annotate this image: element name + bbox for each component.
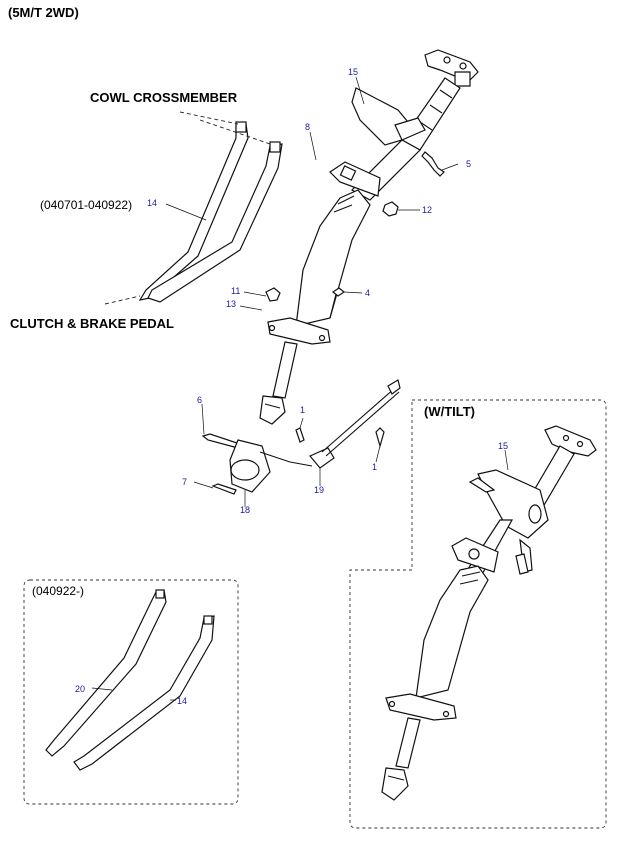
callout-1-right: 1 (372, 462, 378, 472)
range-variant-box (23, 579, 239, 805)
steering-column-tilt (381, 425, 597, 801)
leader-15-tilt (504, 449, 509, 471)
range-label-040922: (040922-) (32, 584, 85, 598)
stay-14-part (138, 121, 283, 303)
callout-13: 13 (226, 299, 237, 309)
cowl-leader-2 (199, 119, 271, 145)
callout-15-tilt: 15 (498, 441, 509, 451)
callout-14-lower: 14 (177, 696, 188, 706)
range-label-040701: (040701-040922) (40, 198, 133, 212)
callout-14: 14 (147, 198, 158, 208)
callout-11: 11 (231, 286, 241, 296)
steering-column-main (201, 49, 479, 495)
callout-1-upper: 1 (300, 405, 306, 415)
callout-15: 15 (348, 67, 359, 77)
callout-18: 18 (240, 505, 251, 515)
callout-12: 12 (422, 205, 433, 215)
callout-5: 5 (466, 159, 472, 169)
leader-20 (91, 687, 113, 691)
cowl-crossmember-label: COWL CROSSMEMBER (90, 90, 238, 105)
callout-19: 19 (314, 485, 325, 495)
tilt-label: (W/TILT) (424, 404, 476, 419)
callout-8: 8 (305, 122, 311, 132)
tilt-variant-box (349, 399, 607, 829)
leader-lines (165, 76, 459, 507)
callout-4: 4 (365, 288, 371, 298)
callout-20: 20 (75, 684, 86, 694)
pedal-leader (104, 295, 141, 305)
cowl-leader (179, 111, 239, 125)
callout-7: 7 (182, 477, 188, 487)
stay-20-14-parts (45, 589, 215, 771)
clutch-brake-pedal-label: CLUTCH & BRAKE PEDAL (10, 316, 174, 331)
page-title: (5M/T 2WD) (8, 5, 79, 20)
callout-6: 6 (197, 395, 203, 405)
